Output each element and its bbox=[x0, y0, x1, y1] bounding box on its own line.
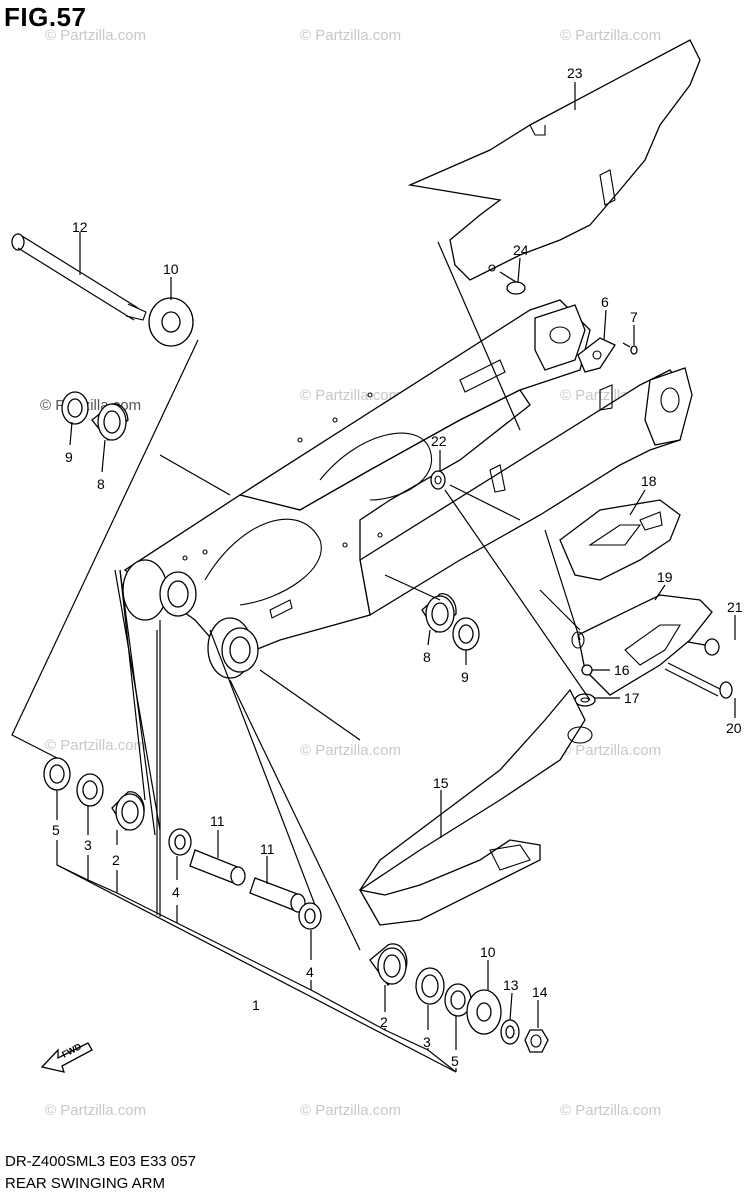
watermark: © Partzilla.com bbox=[560, 742, 661, 759]
callout-numbers: 23 12 10 24 6 7 9 8 22 18 19 21 8 9 16 1… bbox=[52, 65, 743, 1069]
watermark: © Partzilla.com bbox=[300, 742, 401, 759]
washer-part-10 bbox=[148, 297, 194, 347]
callout-18: 18 bbox=[641, 473, 657, 489]
leader-lines bbox=[11, 82, 736, 1073]
callout-6: 6 bbox=[601, 294, 609, 310]
callout-9: 9 bbox=[461, 669, 469, 685]
figure-title: FIG.57 bbox=[4, 2, 87, 32]
nut-part-14 bbox=[524, 1029, 549, 1053]
callout-13: 13 bbox=[503, 977, 519, 993]
watermark: © Partzilla.com bbox=[45, 27, 146, 44]
watermark: © Partzilla.com bbox=[300, 27, 401, 44]
callout-14: 14 bbox=[532, 984, 548, 1000]
bearing-part-8 bbox=[91, 403, 129, 441]
callout-8: 8 bbox=[423, 649, 431, 665]
watermark: © Partzilla.com bbox=[300, 1102, 401, 1119]
footer-caption: REAR SWINGING ARM bbox=[5, 1175, 166, 1192]
bearing-part-2 bbox=[111, 791, 145, 832]
callout-15: 15 bbox=[433, 775, 449, 791]
guide-plate-part-19 bbox=[571, 594, 713, 696]
callout-11: 11 bbox=[210, 813, 225, 829]
washer-part-4 bbox=[168, 828, 192, 856]
callout-17: 17 bbox=[624, 690, 640, 706]
callout-3: 3 bbox=[423, 1034, 431, 1050]
seal-part-5 bbox=[43, 757, 71, 791]
callout-10: 10 bbox=[163, 261, 179, 277]
callout-21: 21 bbox=[727, 599, 743, 615]
screw-part-24 bbox=[499, 271, 526, 295]
seal-part-9 bbox=[61, 391, 89, 425]
callout-23: 23 bbox=[567, 65, 583, 81]
forward-arrow-icon: FWD bbox=[40, 1041, 93, 1073]
bolt-part-21 bbox=[687, 638, 720, 656]
nut-part-22 bbox=[430, 470, 446, 490]
seal-part-9 bbox=[452, 617, 480, 651]
seal-part-5 bbox=[444, 983, 472, 1017]
callout-5: 5 bbox=[451, 1053, 459, 1069]
spacer-part-11 bbox=[249, 877, 306, 913]
callout-4: 4 bbox=[172, 884, 180, 900]
bolt-part-20 bbox=[664, 662, 733, 699]
callout-10: 10 bbox=[480, 944, 496, 960]
bolt-part-7 bbox=[622, 342, 638, 355]
callout-22: 22 bbox=[431, 433, 447, 449]
callout-12: 12 bbox=[72, 219, 88, 235]
callout-11: 11 bbox=[260, 841, 275, 857]
bolt-part-16 bbox=[581, 664, 593, 676]
washer-part-10 bbox=[466, 989, 502, 1035]
callout-8: 8 bbox=[97, 476, 105, 492]
bearing-part-8 bbox=[421, 593, 457, 633]
chain-buffer-part-15 bbox=[358, 688, 593, 926]
callout-7: 7 bbox=[630, 309, 638, 325]
callout-3: 3 bbox=[84, 837, 92, 853]
callout-20: 20 bbox=[726, 720, 742, 736]
watermark: © Partzilla.com bbox=[560, 27, 661, 44]
watermark: © Partzilla.com bbox=[45, 737, 146, 754]
footer-model-code: DR-Z400SML3 E03 E33 057 bbox=[5, 1153, 196, 1170]
callout-2: 2 bbox=[112, 852, 120, 868]
pivot-bolt-part bbox=[11, 233, 147, 321]
callout-5: 5 bbox=[52, 822, 60, 838]
chain-guard-part bbox=[407, 39, 701, 281]
bearing-part-2 bbox=[369, 943, 408, 986]
chain-guide-part-18 bbox=[559, 499, 681, 581]
washer-part-17 bbox=[574, 693, 596, 707]
seal-part-3 bbox=[76, 773, 104, 807]
swingarm-body bbox=[122, 299, 693, 679]
washer-part-4 bbox=[298, 902, 322, 930]
callout-1: 1 bbox=[252, 997, 260, 1013]
callout-24: 24 bbox=[513, 242, 529, 258]
callout-4: 4 bbox=[306, 964, 314, 980]
callout-19: 19 bbox=[657, 569, 673, 585]
watermark: © Partzilla.com bbox=[300, 387, 401, 404]
callout-16: 16 bbox=[614, 662, 630, 678]
washer-part-13 bbox=[500, 1019, 520, 1045]
watermark: © Partzilla.com bbox=[45, 1102, 146, 1119]
callout-2: 2 bbox=[380, 1014, 388, 1030]
callout-9: 9 bbox=[65, 449, 73, 465]
spacer-part-11 bbox=[189, 849, 246, 886]
seal-part-3 bbox=[415, 967, 445, 1005]
watermark: © Partzilla.com bbox=[560, 1102, 661, 1119]
adjuster-plate-part-6 bbox=[577, 337, 616, 373]
